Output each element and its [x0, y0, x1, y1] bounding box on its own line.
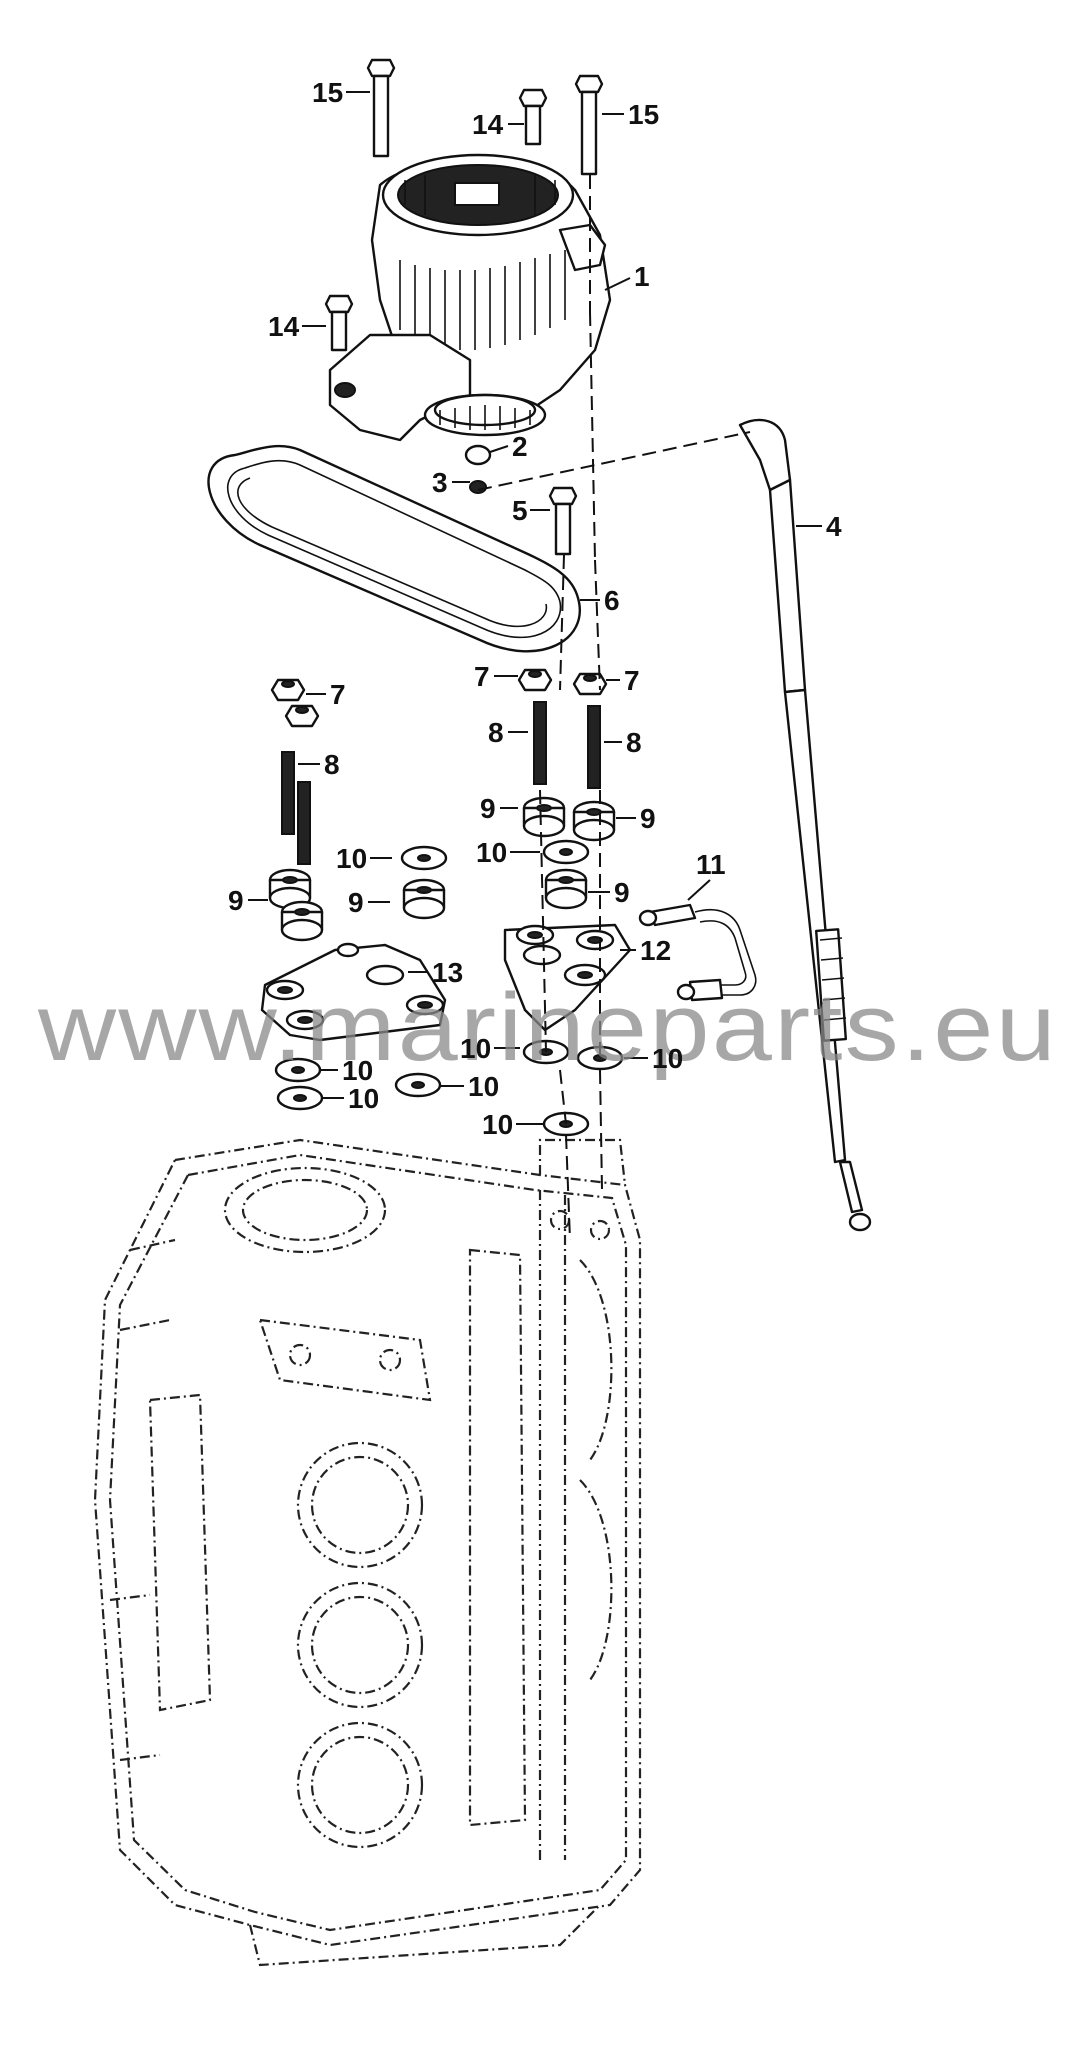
bolt-5 [548, 486, 578, 556]
callout-10-a: 10 [460, 1033, 491, 1064]
drive-belt-icon [207, 444, 581, 653]
stud-8-left-a [281, 751, 295, 835]
bolt-15-right [574, 74, 604, 176]
callout-9-center: 9 [348, 887, 364, 918]
nut-3 [469, 480, 487, 494]
nut-7-right [572, 672, 608, 696]
stud-8-left-b [297, 781, 311, 865]
callout-14-left: 14 [268, 311, 300, 342]
callout-2: 2 [512, 431, 528, 462]
callout-8-right: 8 [626, 727, 642, 758]
grommet-9-left-b [280, 900, 324, 942]
callout-9-mid: 9 [480, 793, 496, 824]
grommet-9-left-a [268, 868, 312, 910]
callout-8-mid: 8 [488, 717, 504, 748]
watermark-text: www.marineparts.eu [37, 974, 1058, 1081]
callout-10-d: 10 [348, 1083, 379, 1114]
stud-8-right [587, 705, 601, 789]
nut-7-mid [517, 668, 553, 692]
bolt-14-left [324, 294, 354, 352]
callout-15-left: 15 [312, 77, 343, 108]
callout-labels: 15 14 15 1 14 2 3 5 4 6 7 7 7 8 8 8 9 9 … [228, 77, 842, 1140]
alignment-lines [477, 175, 751, 1241]
callout-10-center-top: 10 [336, 843, 367, 874]
bolt-14-top [518, 88, 548, 146]
callout-7-right: 7 [624, 665, 640, 696]
callout-1: 1 [634, 261, 650, 292]
stud-8-mid [533, 701, 547, 785]
callout-3: 3 [432, 467, 448, 498]
callout-5: 5 [512, 495, 528, 526]
leader-lines [248, 91, 822, 1125]
ground-strap-icon [638, 903, 757, 1002]
grommet-9-mid-top [522, 796, 566, 838]
callout-10-c: 10 [342, 1055, 373, 1086]
grommet-9-mid-low [544, 868, 588, 910]
grommet-9-right-top [572, 800, 616, 842]
callout-14-top: 14 [472, 109, 504, 140]
callout-9-right: 9 [640, 803, 656, 834]
callout-7-mid: 7 [474, 661, 490, 692]
bolt-15-left [366, 58, 396, 158]
callout-6: 6 [604, 585, 620, 616]
callout-10-f: 10 [482, 1109, 513, 1140]
bracket-13 [260, 942, 447, 1042]
callout-12: 12 [640, 935, 671, 966]
callout-8-left: 8 [324, 749, 340, 780]
washer-2 [464, 444, 492, 466]
callout-9-low: 9 [614, 877, 630, 908]
callout-4: 4 [826, 511, 842, 542]
callout-10-b: 10 [652, 1043, 683, 1074]
nut-7-left-b [284, 704, 320, 728]
callout-13: 13 [432, 957, 463, 988]
callout-10-mid: 10 [476, 837, 507, 868]
engine-block-icon [93, 1138, 642, 1967]
callout-9-left: 9 [228, 885, 244, 916]
battery-cable-icon [738, 418, 872, 1232]
nut-7-left-a [270, 678, 306, 702]
callout-11: 11 [696, 849, 726, 880]
callout-7-left: 7 [330, 679, 346, 710]
bracket-12 [503, 923, 632, 1032]
alternator-icon [328, 153, 612, 442]
callout-15-right: 15 [628, 99, 659, 130]
grommet-9-center [402, 878, 446, 920]
callout-10-e: 10 [468, 1071, 499, 1102]
